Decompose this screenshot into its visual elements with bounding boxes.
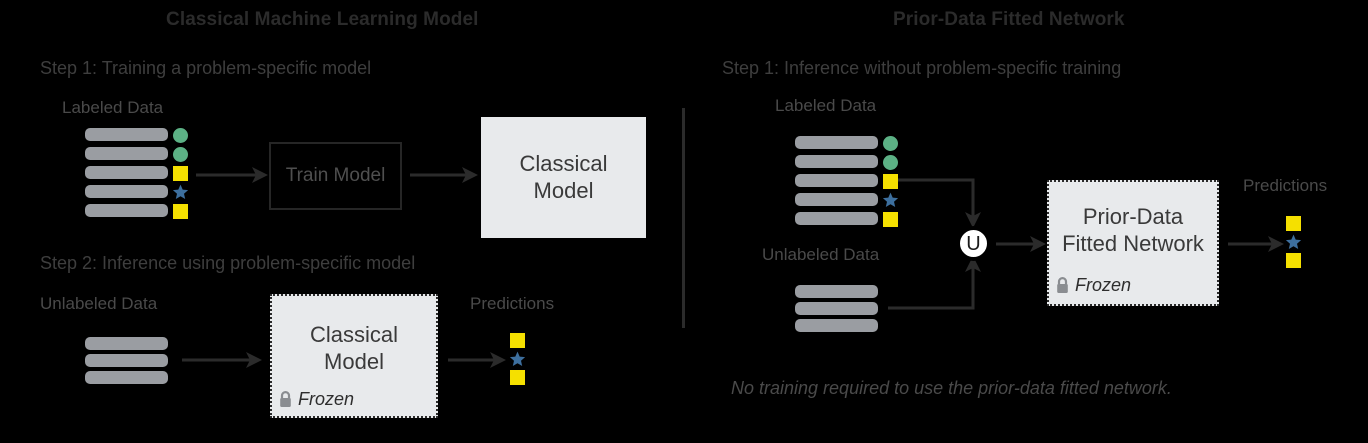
prediction-square-yellow-icon <box>1286 253 1301 268</box>
data-row <box>795 319 878 332</box>
left-step2-unlabeled-data-label: Unlabeled Data <box>40 294 158 313</box>
prediction-star-blue-icon <box>1285 234 1302 249</box>
arrow-train-to-classical-model <box>410 167 478 183</box>
data-row <box>795 212 878 225</box>
marker-circle-green-icon <box>883 136 898 151</box>
marker-star-blue-icon <box>882 192 899 207</box>
marker-circle-green-icon <box>883 155 898 170</box>
frozen-status-right: Frozen <box>1055 275 1131 296</box>
arrow-data-to-train-model <box>196 167 268 183</box>
data-row <box>85 185 168 198</box>
data-row <box>795 174 878 187</box>
right-step1-label: Step 1: Inference without problem-specif… <box>722 58 1122 78</box>
right-predictions-label: Predictions <box>1243 176 1328 195</box>
arrow-classical-model-to-predictions <box>448 352 506 368</box>
arrow-unlabeled-to-union <box>888 256 981 310</box>
data-row <box>795 302 878 315</box>
marker-square-yellow-icon <box>883 212 898 227</box>
frozen-label-right: Frozen <box>1075 275 1132 295</box>
prediction-square-yellow-icon <box>510 333 525 348</box>
lock-icon <box>280 391 291 407</box>
arrow-unlabeled-to-classical-model <box>182 352 262 368</box>
train-model-box[interactable]: Train Model <box>269 142 402 210</box>
data-row <box>85 371 168 384</box>
lock-icon <box>1057 277 1068 293</box>
marker-circle-green-icon <box>173 128 188 143</box>
frozen-label-left: Frozen <box>298 389 355 409</box>
prediction-star-blue-icon <box>509 351 526 366</box>
train-model-box-label: Train Model <box>285 164 386 186</box>
right-labeled-data-label: Labeled Data <box>775 96 877 115</box>
left-step2-label: Step 2: Inference using problem-specific… <box>40 253 416 273</box>
marker-square-yellow-icon <box>173 204 188 219</box>
data-row <box>85 337 168 350</box>
union-node[interactable]: U <box>956 226 991 261</box>
marker-square-yellow-icon <box>173 166 188 181</box>
data-row <box>795 285 878 298</box>
data-row <box>85 354 168 367</box>
right-panel-title: Prior-Data Fitted Network <box>893 9 1125 30</box>
data-row <box>85 147 168 160</box>
prediction-square-yellow-icon <box>510 370 525 385</box>
data-row <box>795 136 878 149</box>
data-row <box>85 128 168 141</box>
data-row <box>795 193 878 206</box>
right-panel-footnote: No training required to use the prior-da… <box>731 378 1172 398</box>
marker-square-yellow-icon <box>883 174 898 189</box>
left-predictions-label: Predictions <box>470 294 555 313</box>
data-row <box>85 204 168 217</box>
arrow-labeled-to-union <box>898 178 981 228</box>
panel-divider <box>682 108 685 328</box>
data-row <box>795 155 878 168</box>
arrow-pfn-to-predictions <box>1228 236 1284 252</box>
left-panel-title: Classical Machine Learning Model <box>166 9 479 30</box>
left-step1-label: Step 1: Training a problem-specific mode… <box>40 58 372 78</box>
marker-circle-green-icon <box>173 147 188 162</box>
left-step1-labeled-data-label: Labeled Data <box>62 98 164 117</box>
arrow-union-to-pfn <box>996 236 1046 252</box>
frozen-status-left: Frozen <box>278 389 354 410</box>
data-row <box>85 166 168 179</box>
marker-star-blue-icon <box>172 184 189 199</box>
right-unlabeled-data-label: Unlabeled Data <box>762 245 880 264</box>
union-symbol: U <box>966 232 981 255</box>
prediction-square-yellow-icon <box>1286 216 1301 231</box>
